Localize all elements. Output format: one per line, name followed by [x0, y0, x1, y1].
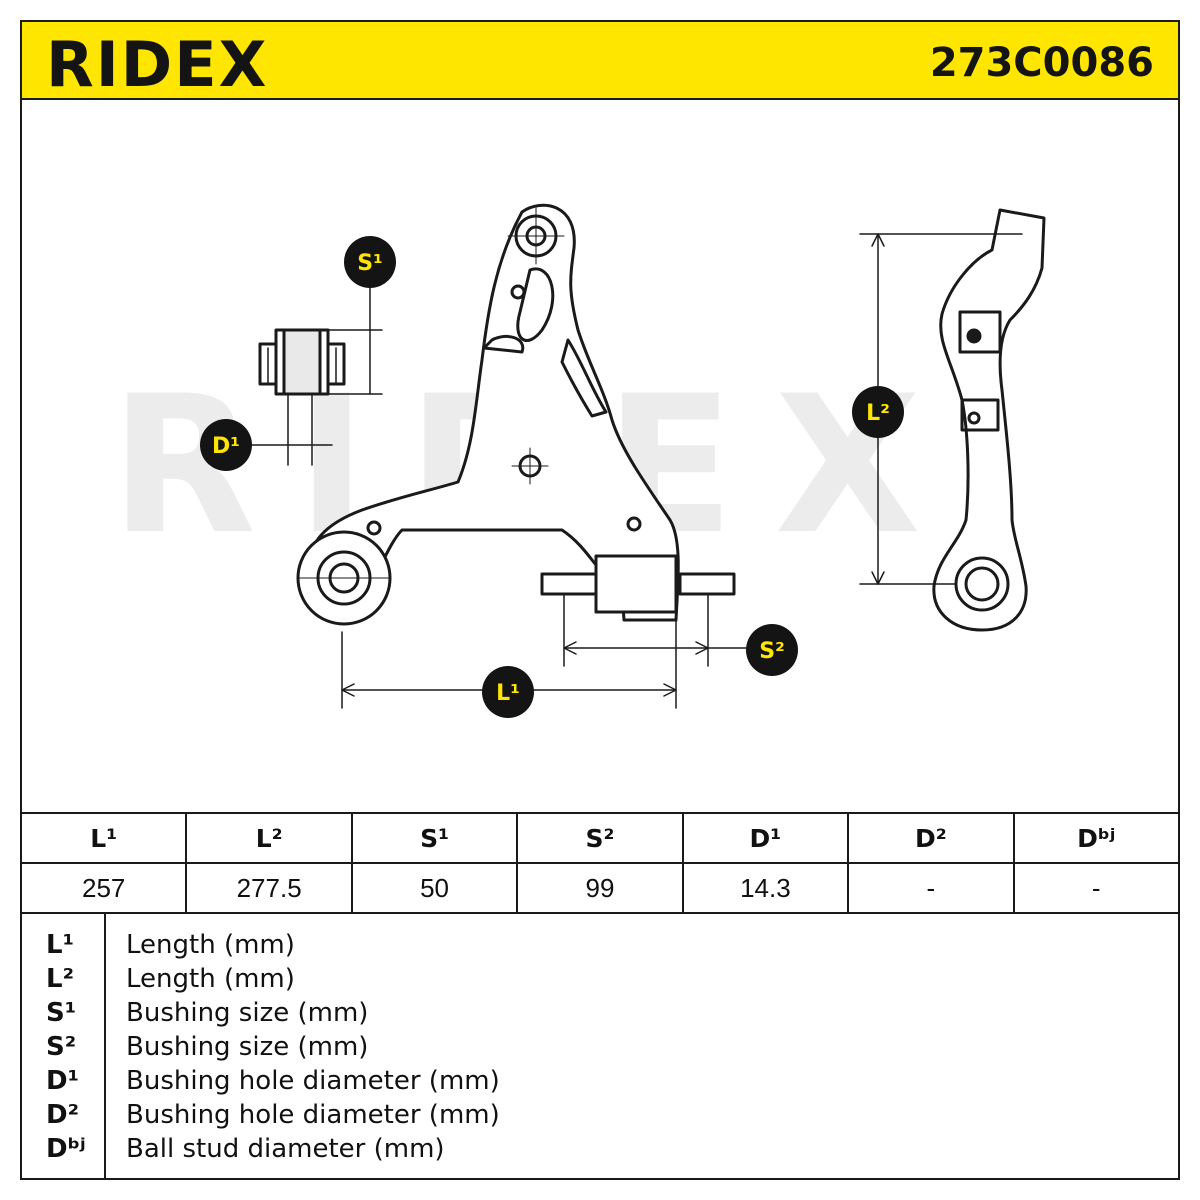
brand-logo: RIDEX — [46, 28, 269, 101]
legend-text: Length (mm) — [126, 964, 295, 994]
part-number: 273C0086 — [929, 40, 1154, 86]
legend-text: Bushing hole diameter (mm) — [126, 1100, 500, 1130]
legend-text: Bushing size (mm) — [126, 998, 369, 1028]
value-l1: 257 — [19, 862, 188, 914]
spec-value-row: 257 277.5 50 99 14.3 - - — [19, 862, 1181, 914]
legend-text: Ball stud diameter (mm) — [126, 1134, 445, 1164]
header-l1: L¹ — [19, 812, 188, 864]
header-dbj: Dᵇʲ — [1012, 812, 1181, 864]
value-dbj: - — [1012, 862, 1181, 914]
svg-text:S²: S² — [759, 639, 784, 664]
legend-symbol: L² — [46, 964, 74, 994]
bushing-detail — [258, 328, 346, 396]
spec-table: L¹ L² S¹ S² D¹ D² Dᵇʲ 257 277.5 50 99 14… — [19, 812, 1181, 914]
svg-text:L¹: L¹ — [496, 681, 520, 706]
header-s2: S² — [516, 812, 684, 864]
legend-divider — [104, 914, 106, 1178]
control-arm-body — [310, 203, 680, 622]
legend-item: D¹ Bushing hole diameter (mm) — [22, 1066, 1172, 1100]
legend-item: Dᵇʲ Ball stud diameter (mm) — [22, 1134, 1172, 1168]
legend-text: Bushing hole diameter (mm) — [126, 1066, 500, 1096]
badge-s1: S¹ — [344, 236, 396, 288]
legend-symbol: D¹ — [46, 1066, 79, 1096]
legend-symbol: Dᵇʲ — [46, 1134, 86, 1164]
svg-text:D¹: D¹ — [212, 434, 240, 459]
legend-item: L² Length (mm) — [22, 964, 1172, 998]
spec-header-row: L¹ L² S¹ S² D¹ D² Dᵇʲ — [19, 812, 1181, 864]
badge-l1: L¹ — [482, 666, 534, 718]
legend-text: Length (mm) — [126, 930, 295, 960]
svg-text:S¹: S¹ — [357, 251, 382, 276]
legend-text: Bushing size (mm) — [126, 1032, 369, 1062]
technical-drawing: S¹ D¹ L² S² L¹ — [200, 203, 1046, 718]
header-d2: D² — [847, 812, 1015, 864]
legend-box: L¹ Length (mm) L² Length (mm) S¹ Bushing… — [20, 912, 1180, 1180]
value-s2: 99 — [516, 862, 684, 914]
header-s1: S¹ — [350, 812, 519, 864]
value-d1: 14.3 — [681, 862, 850, 914]
legend-item: L¹ Length (mm) — [22, 930, 1172, 964]
header-d1: D¹ — [681, 812, 850, 864]
legend-symbol: L¹ — [46, 930, 74, 960]
svg-text:L²: L² — [866, 401, 890, 426]
value-l2: 277.5 — [185, 862, 353, 914]
value-d2: - — [847, 862, 1015, 914]
badge-l2: L² — [852, 386, 904, 438]
badge-d1: D¹ — [200, 419, 252, 471]
legend-symbol: S¹ — [46, 998, 77, 1028]
header-l2: L² — [185, 812, 353, 864]
legend-item: S² Bushing size (mm) — [22, 1032, 1172, 1066]
control-arm-side-view — [932, 208, 1046, 632]
header-bar: RIDEX 273C0086 — [20, 20, 1180, 101]
legend-item: D² Bushing hole diameter (mm) — [22, 1100, 1172, 1134]
legend-symbol: S² — [46, 1032, 77, 1062]
badge-s2: S² — [746, 624, 798, 676]
legend-symbol: D² — [46, 1100, 79, 1130]
value-s1: 50 — [350, 862, 519, 914]
legend-item: S¹ Bushing size (mm) — [22, 998, 1172, 1032]
